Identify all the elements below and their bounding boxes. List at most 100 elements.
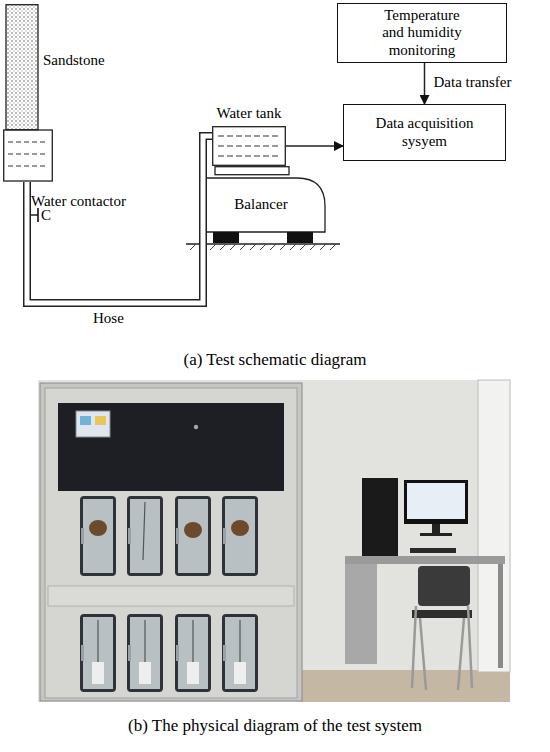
window-glass — [225, 617, 255, 689]
rock-sample — [184, 522, 202, 538]
window-glass — [83, 617, 113, 689]
wall — [38, 380, 510, 702]
window-handle — [176, 528, 179, 544]
window-frame — [222, 496, 258, 576]
sample-rod — [144, 620, 145, 662]
water-level — [218, 156, 280, 157]
node-text: Water tank — [192, 105, 306, 122]
ground-line — [186, 243, 340, 244]
contactor-letter: C — [41, 207, 51, 224]
subfigure-caption: (b) The physical diagram of the test sys… — [0, 716, 550, 736]
window-handle — [128, 645, 131, 661]
desk-drawer — [345, 564, 377, 664]
node-text: Temperature and humidity monitoring — [377, 7, 467, 59]
ground-hatch — [190, 244, 336, 250]
monitoring-box: Temperature and humidity monitoring — [337, 3, 507, 63]
window-handle — [176, 645, 179, 661]
hanging-wire — [143, 502, 145, 560]
chair-seat — [412, 610, 472, 618]
water-cup — [4, 130, 53, 181]
sample-cup — [187, 662, 199, 684]
window-glass — [178, 617, 208, 689]
node-text: Sandstone — [43, 52, 105, 69]
connector-label: Hose — [93, 310, 124, 327]
water-level — [218, 146, 280, 147]
display-icon — [95, 416, 106, 425]
window-handle — [223, 645, 226, 661]
balancer: Balancer — [197, 166, 327, 244]
sandstone-specimen: Sandstone — [3, 4, 53, 182]
contactor-symbol — [31, 214, 38, 215]
signal-arrow — [286, 146, 343, 147]
desk-leg — [498, 564, 503, 668]
monitor — [404, 480, 468, 524]
sample-cup — [234, 662, 246, 684]
monitor-base — [420, 533, 452, 536]
sample-cup — [92, 662, 104, 684]
floor — [300, 670, 510, 702]
water-level — [218, 136, 280, 137]
window-handle — [128, 528, 131, 544]
top-panel — [58, 403, 284, 491]
balance-pan — [215, 167, 289, 175]
window-frame — [175, 614, 211, 692]
cabinet — [40, 383, 302, 701]
display — [76, 411, 110, 437]
window-glass — [130, 617, 160, 689]
door — [478, 380, 510, 672]
subfigure-caption: (a) Test schematic diagram — [0, 350, 550, 370]
connector-label: Data transfer — [434, 74, 512, 91]
tank-outline — [213, 127, 286, 166]
window-handle — [223, 528, 226, 544]
computer-tower — [362, 478, 398, 560]
window-frame — [175, 496, 211, 576]
window-frame — [127, 614, 163, 692]
rock-sample — [89, 520, 107, 536]
window-frame — [222, 614, 258, 692]
water-level — [8, 154, 48, 155]
water-level — [8, 166, 48, 167]
water-level — [8, 142, 48, 143]
contactor-symbol — [37, 208, 39, 222]
monitor-screen — [407, 483, 465, 519]
monitor-stand — [432, 524, 440, 534]
sample-cup — [139, 662, 151, 684]
connector-line — [27, 136, 212, 303]
window-glass — [83, 499, 113, 573]
connector-line — [286, 145, 343, 147]
window-frame — [80, 614, 116, 692]
chair-legs — [412, 606, 472, 690]
data-arrow — [424, 63, 425, 104]
water-tank: Water tank — [212, 126, 286, 166]
window-handle — [81, 645, 84, 661]
water-tank-outline — [212, 126, 286, 166]
sandstone-specimen-outline — [3, 4, 53, 182]
balance-foot — [287, 232, 313, 243]
sample-rod — [239, 620, 240, 662]
window-glass — [130, 499, 160, 573]
chair-back — [418, 566, 470, 606]
connector-line — [424, 63, 426, 104]
photo — [38, 380, 510, 702]
sandstone-column — [6, 5, 38, 130]
power-light — [194, 425, 198, 429]
keyboard — [410, 548, 456, 553]
sample-rod — [192, 620, 193, 662]
hose-inner — [27, 136, 212, 303]
node-text: Balancer — [197, 196, 325, 213]
window-glass — [225, 499, 255, 573]
window-handle — [81, 528, 84, 544]
display-icon — [80, 416, 91, 425]
hose — [27, 136, 212, 303]
cabinet-face — [45, 388, 297, 698]
window-frame — [127, 496, 163, 576]
rock-sample — [231, 520, 249, 536]
window-glass — [178, 499, 208, 573]
desk-top — [345, 556, 505, 564]
node-text: Data acquisition sysyem — [360, 115, 490, 150]
window-frame — [80, 496, 116, 576]
sample-rod — [97, 620, 98, 662]
acquisition-box: Data acquisition sysyem — [343, 104, 506, 161]
